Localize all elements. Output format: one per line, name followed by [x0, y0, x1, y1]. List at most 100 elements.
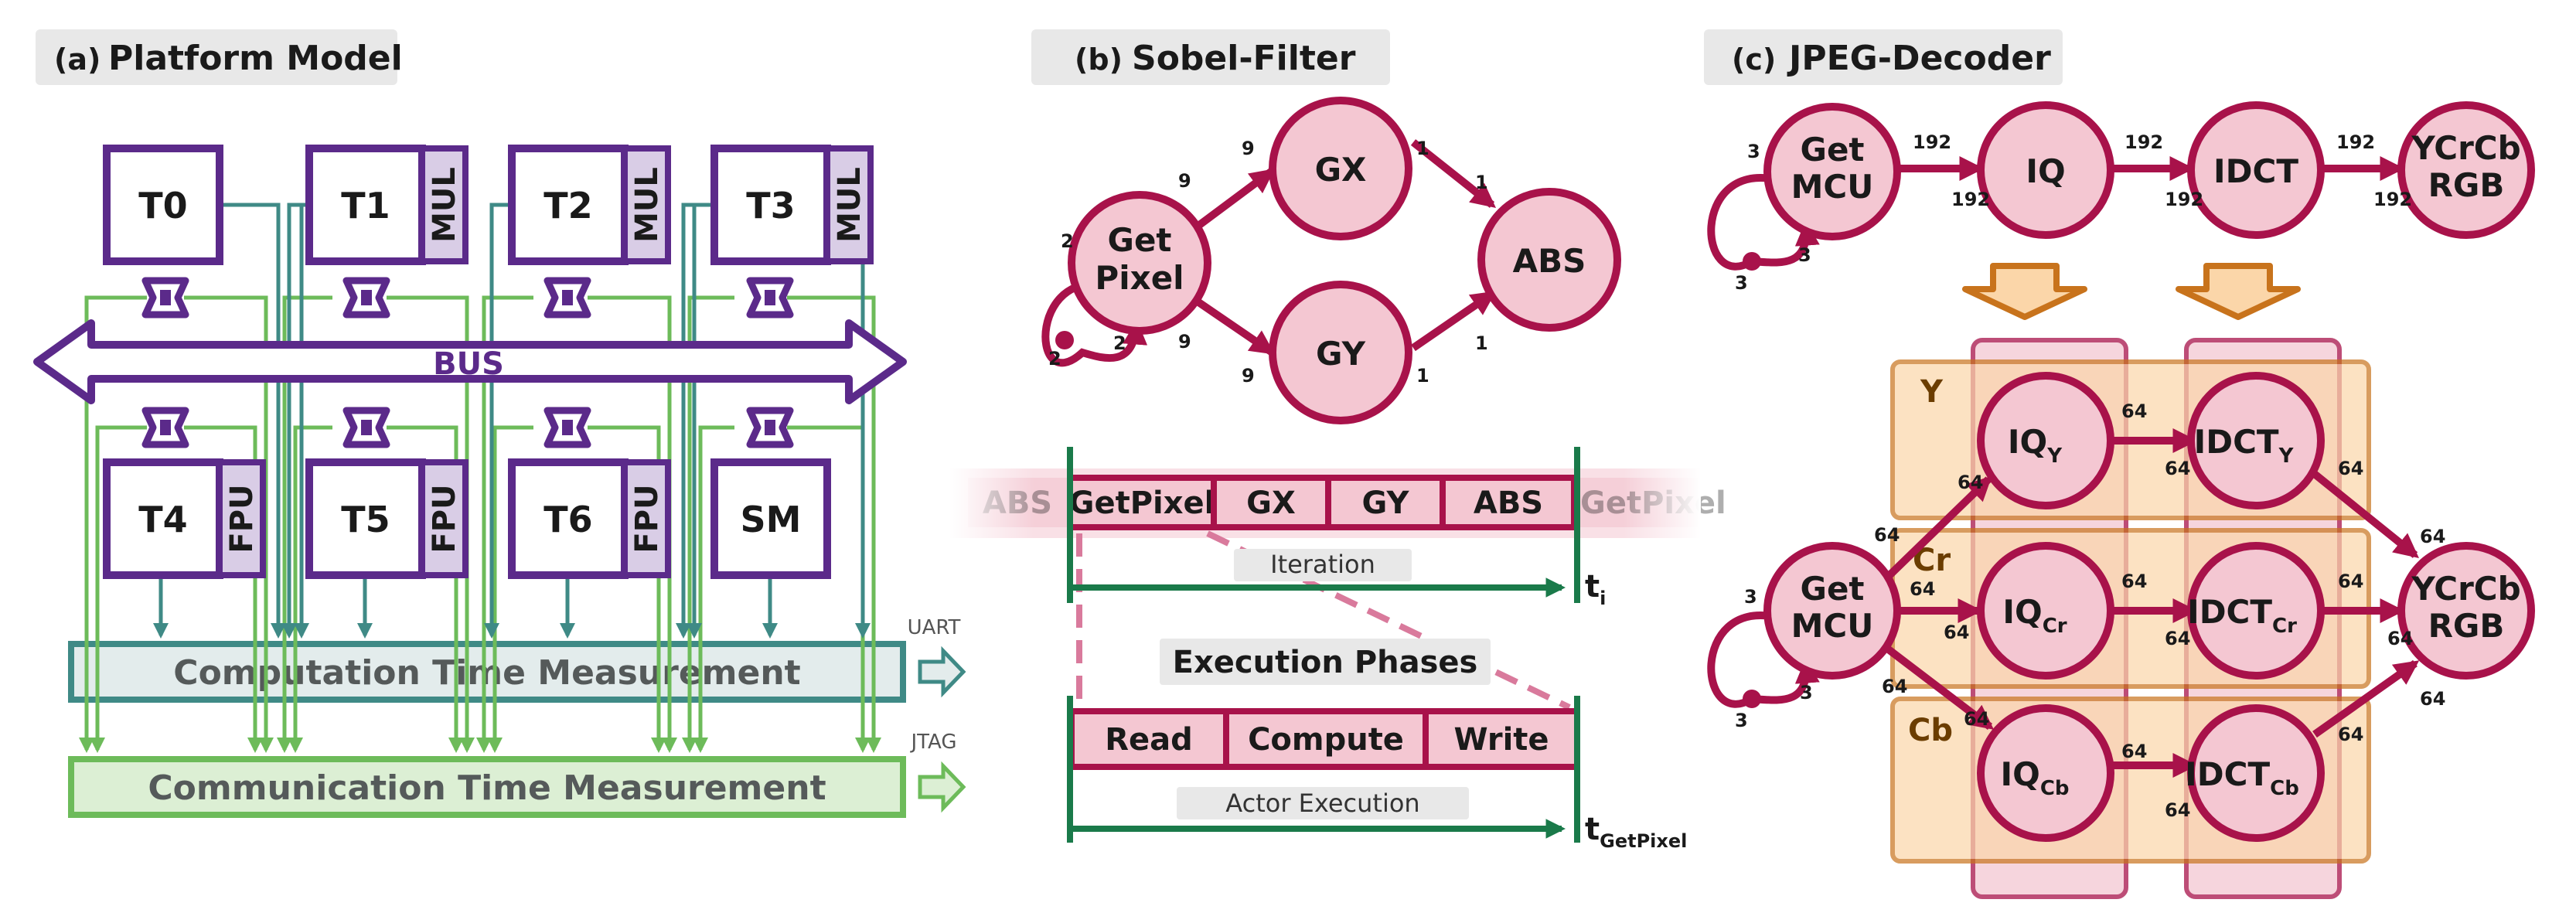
iteration-label: Iteration — [1270, 550, 1375, 579]
panel-c-title: JPEG-Decoder — [1787, 39, 2051, 78]
sobel-edges — [1041, 139, 1497, 367]
timeline-iteration: ABS GetPixel GX GY ABS GetPixel — [968, 475, 1726, 530]
node-idct-top: IDCT — [2187, 101, 2325, 239]
rate-getpixel-gy-out: 9 — [1178, 331, 1191, 353]
rate-getmcu-top-self-in: 3 — [1798, 244, 1811, 266]
getmcu-bottom-delay-token — [1743, 690, 1761, 708]
tile-t0-label: T0 — [138, 185, 187, 227]
phase-write-cell — [1423, 708, 1580, 770]
node-getmcu-top-label-1: Get — [1800, 131, 1864, 169]
expand-arrow-idct-icon — [2176, 263, 2301, 320]
rate-gy-out: 1 — [1416, 365, 1429, 387]
rate-iq-in: 192 — [1951, 189, 1990, 210]
node-idct-cb-label: IDCTCb — [2185, 755, 2299, 800]
tile-t6-fpu-label: FPU — [629, 484, 665, 553]
node-ycrcb-top-label-1: YCrCb — [2411, 129, 2520, 167]
panel-b-tag: (b) — [1075, 43, 1123, 77]
rate-64-label: 64 — [2121, 400, 2147, 422]
jtag-label: JTAG — [909, 731, 956, 754]
computation-time-measurement-box — [68, 641, 906, 703]
rate-getmcu-top-self-tok: 3 — [1735, 272, 1748, 294]
timeline-gx-label: GX — [1246, 485, 1296, 521]
network-interfaces — [141, 277, 794, 448]
node-iq-cr: IQCr — [1977, 542, 2114, 680]
rate-64-label: 64 — [2338, 724, 2363, 745]
node-ycrcb-bottom: YCrCb RGB — [2397, 542, 2535, 680]
node-idct-cr-label: IDCTCr — [2187, 593, 2297, 638]
network-interface-icon — [342, 407, 390, 448]
execution-phases-header-bg — [1160, 639, 1491, 685]
rate-64-label: 64 — [2338, 571, 2363, 592]
communication-time-measurement-box — [68, 756, 906, 818]
bus-label: BUS — [433, 346, 504, 382]
tile-t0: T0 — [103, 145, 223, 265]
rate-getmcu-top-self-out: 3 — [1747, 141, 1760, 162]
group-label-cb: Cb — [1908, 713, 1953, 748]
rate-64-label: 64 — [2165, 628, 2190, 649]
timeline-abs-label: ABS — [1474, 485, 1543, 521]
rate-getpixel-self-in: 2 — [1113, 332, 1126, 354]
node-iq-y: IQY — [1977, 372, 2114, 509]
tile-t3: T3 MUL — [710, 145, 874, 265]
rate-getmcu-iq-out: 192 — [1913, 131, 1951, 153]
timeline-gy-label: GY — [1362, 485, 1410, 521]
phase-compute-label: Compute — [1248, 722, 1404, 758]
rate-idct-out: 192 — [2336, 131, 2375, 153]
panel-c-jpeg-decoder: (c) JPEG-Decoder Get MCU IQ IDCT YCrCb R… — [1704, 29, 2535, 899]
timeline-cell-gy — [1325, 475, 1446, 530]
panel-c-header-bg — [1704, 29, 2063, 85]
timeline-fade-right — [1624, 464, 1701, 541]
rate-idct-in: 192 — [2165, 189, 2203, 210]
panel-b-title: Sobel-Filter — [1132, 39, 1356, 78]
rate-gx-out: 1 — [1416, 138, 1429, 159]
rate-64-label: 64 — [2338, 458, 2363, 479]
node-iq-cb-label: IQCb — [2000, 755, 2069, 800]
node-idct-cr: IDCTCr — [2187, 542, 2325, 680]
rate-64-label: 64 — [2121, 741, 2147, 762]
rate-getmcu-bottom-self-tok: 3 — [1735, 710, 1748, 731]
uart-arrow-icon — [918, 646, 966, 698]
node-abs: ABS — [1477, 188, 1621, 332]
iteration-label-bg — [1234, 549, 1412, 581]
uart-label: UART — [908, 616, 961, 639]
tile-t1-label: T1 — [341, 185, 390, 227]
rate-getmcu-bottom-self-in: 3 — [1800, 682, 1813, 703]
rate-gx-in: 9 — [1242, 138, 1255, 159]
node-getmcu-top: Get MCU — [1763, 103, 1901, 240]
execution-phase-cells: Read Compute Write — [1068, 708, 1580, 770]
node-getmcu-bottom-label-2: MCU — [1791, 607, 1874, 645]
node-gx: GX — [1269, 97, 1412, 240]
communication-time-measurement-label: Communication Time Measurement — [148, 768, 826, 808]
group-label-y: Y — [1920, 374, 1944, 410]
node-iq-cr-label: IQCr — [2002, 593, 2067, 638]
tile-sm: SM — [710, 458, 831, 579]
node-ycrcb-top-label-2: RGB — [2428, 166, 2505, 204]
node-ycrcb-bottom-label-1: YCrCb — [2411, 570, 2520, 608]
network-interface-icon — [746, 407, 794, 448]
rate-64-label: 64 — [1910, 578, 1935, 600]
getpixel-delay-token — [1055, 331, 1074, 349]
node-gy: GY — [1269, 281, 1412, 424]
network-interface-icon — [141, 277, 189, 319]
rate-64-label: 64 — [1944, 622, 1969, 643]
timeline-getpixel-label: GetPixel — [1069, 485, 1215, 521]
timeline-cell-gx — [1211, 475, 1331, 530]
rate-64-label: 64 — [1964, 708, 1989, 730]
panel-a-title: Platform Model — [108, 39, 403, 78]
tile-t4-fpu-label: FPU — [224, 484, 260, 553]
node-getmcu-bottom-label-1: Get — [1800, 570, 1864, 608]
node-getpixel-label-2: Pixel — [1095, 259, 1184, 297]
actor-execution-label-bg — [1177, 787, 1469, 819]
rate-abs-from-gx: 1 — [1475, 172, 1488, 193]
tile-t2-mul-label: MUL — [629, 167, 665, 243]
rate-gy-in: 9 — [1242, 365, 1255, 387]
node-getmcu-top-label-2: MCU — [1791, 168, 1874, 206]
tile-t6-label: T6 — [543, 499, 592, 540]
tile-t6: T6 FPU — [508, 458, 671, 579]
node-gy-label: GY — [1316, 335, 1366, 373]
rate-ycrcb-in: 192 — [2373, 189, 2412, 210]
network-interface-icon — [746, 277, 794, 319]
panel-a-platform-model: (a) Platform Model Computation Time Meas… — [33, 29, 966, 818]
t-getpixel-label: tGetPixel — [1585, 812, 1687, 852]
